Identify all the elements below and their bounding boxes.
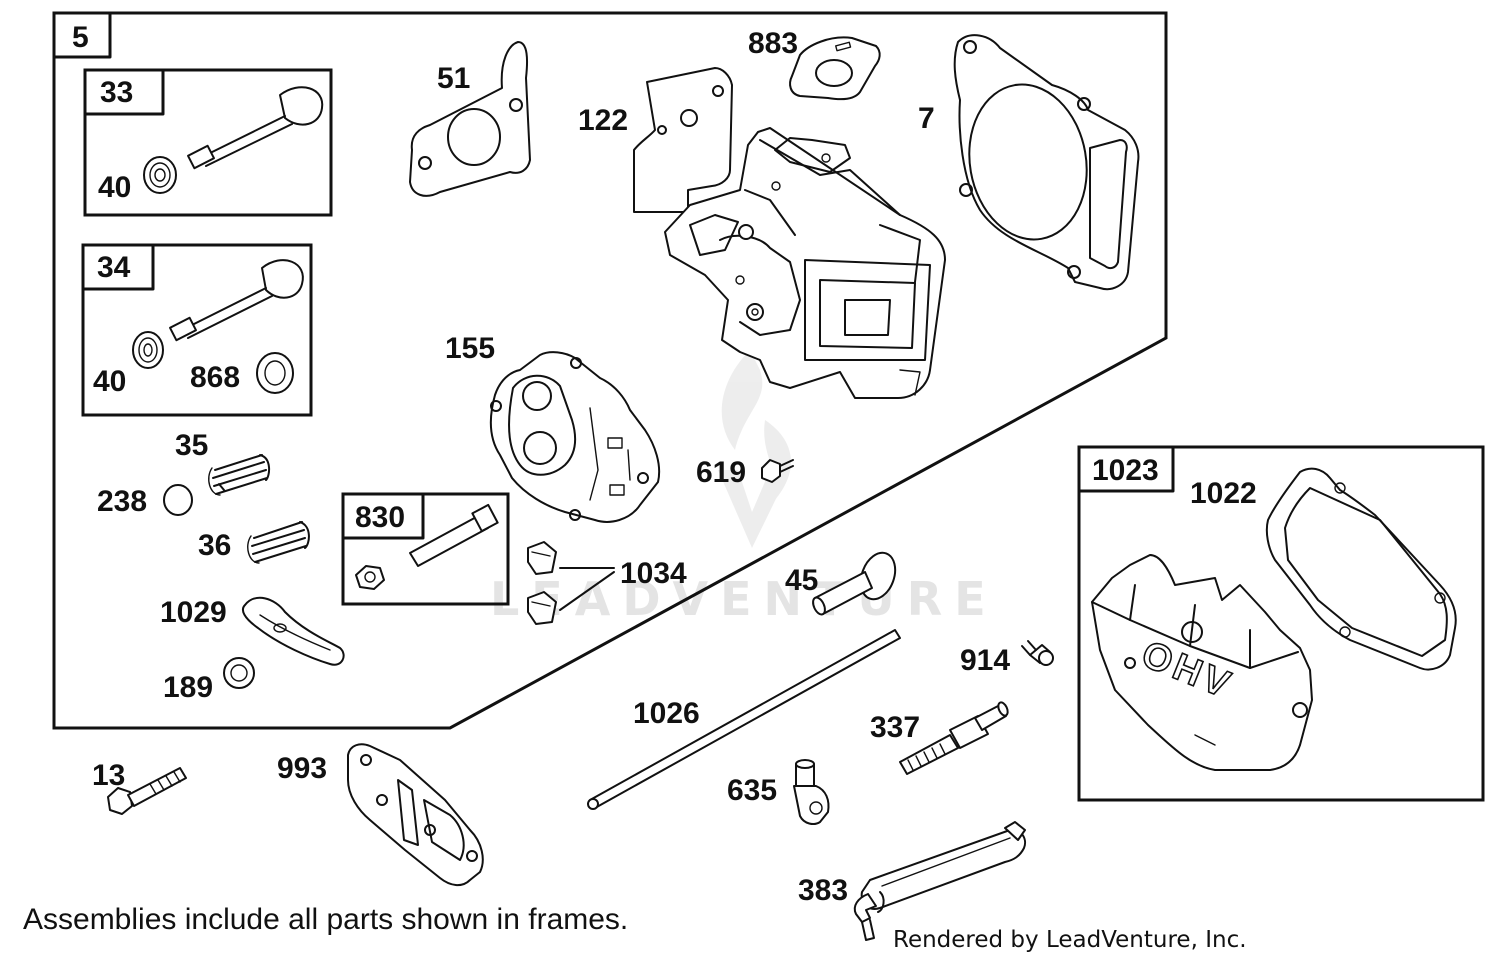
bolt-icon [107, 767, 187, 815]
cylinder-head-icon [664, 127, 946, 399]
cover-gasket-icon [1265, 467, 1457, 671]
clip-icon [527, 541, 615, 625]
part-label-619: 619 [696, 456, 746, 489]
spark-plug-icon [899, 701, 1009, 775]
part-label-383: 383 [798, 874, 848, 907]
frame-label-1023: 1023 [1092, 454, 1159, 487]
gasket-icon [347, 743, 484, 886]
rocker-arm-icon [241, 596, 345, 666]
part-label-337: 337 [870, 711, 920, 744]
part-label-1034: 1034 [620, 557, 687, 590]
part-label-635: 635 [727, 774, 777, 807]
push-rod-icon [587, 629, 901, 810]
assemblies-note: Assemblies include all parts shown in fr… [23, 903, 628, 936]
part-label-883: 883 [748, 27, 798, 60]
frame-5: 5 [52, 11, 1168, 730]
valve-icon [812, 551, 897, 616]
part-label-155: 155 [445, 332, 495, 365]
spring-icon [247, 521, 310, 564]
part-label-7: 7 [918, 102, 935, 135]
part-label-36: 36 [198, 529, 231, 562]
valve-icon [169, 259, 304, 342]
frame-34: 34 40 868 [81, 243, 313, 417]
washer-icon [223, 657, 255, 689]
gasket-icon [789, 36, 881, 101]
wrench-icon [853, 821, 1026, 941]
fitting-icon [793, 759, 830, 825]
watermark-text: LEADVENTURE [490, 572, 998, 626]
cap-icon [163, 484, 193, 516]
part-label-189: 189 [163, 671, 213, 704]
part-label-40: 40 [93, 365, 126, 398]
screw-icon [761, 459, 794, 483]
plate-icon [633, 67, 733, 213]
part-label-1026: 1026 [633, 697, 700, 730]
nut-icon [355, 565, 385, 590]
frame-label-5: 5 [72, 21, 89, 54]
gasket-icon [409, 41, 531, 197]
rendered-by-credit: Rendered by LeadVenture, Inc. [893, 927, 1247, 953]
watermark: LEADVENTURE [490, 350, 998, 626]
part-label-1022: 1022 [1190, 477, 1257, 510]
part-label-914: 914 [960, 644, 1010, 677]
valve-seal-icon [256, 352, 294, 394]
frame-label-33: 33 [100, 76, 133, 109]
head-gasket-icon [953, 34, 1140, 291]
part-label-993: 993 [277, 752, 327, 785]
frame-1023: 1023 1022 OHV [1077, 445, 1485, 802]
part-label-40: 40 [98, 171, 131, 204]
part-label-51: 51 [437, 62, 470, 95]
part-label-868: 868 [190, 361, 240, 394]
gasket-icon [489, 351, 661, 523]
part-label-13: 13 [92, 759, 125, 792]
screw-icon [1021, 640, 1054, 666]
spring-icon [208, 454, 271, 496]
part-label-45: 45 [785, 564, 818, 597]
frame-label-830: 830 [355, 501, 405, 534]
part-label-238: 238 [97, 485, 147, 518]
part-label-1029: 1029 [160, 596, 227, 629]
part-label-122: 122 [578, 104, 628, 137]
stud-icon [409, 503, 499, 567]
frame-label-34: 34 [97, 251, 131, 284]
valve-icon [187, 86, 324, 170]
valve-keeper-icon [132, 331, 164, 369]
part-label-35: 35 [175, 429, 208, 462]
frame-33: 33 40 [83, 68, 333, 217]
valve-keeper-icon [143, 156, 177, 194]
frame-830: 830 [341, 492, 510, 606]
valve-cover-icon: OHV [1091, 554, 1313, 771]
